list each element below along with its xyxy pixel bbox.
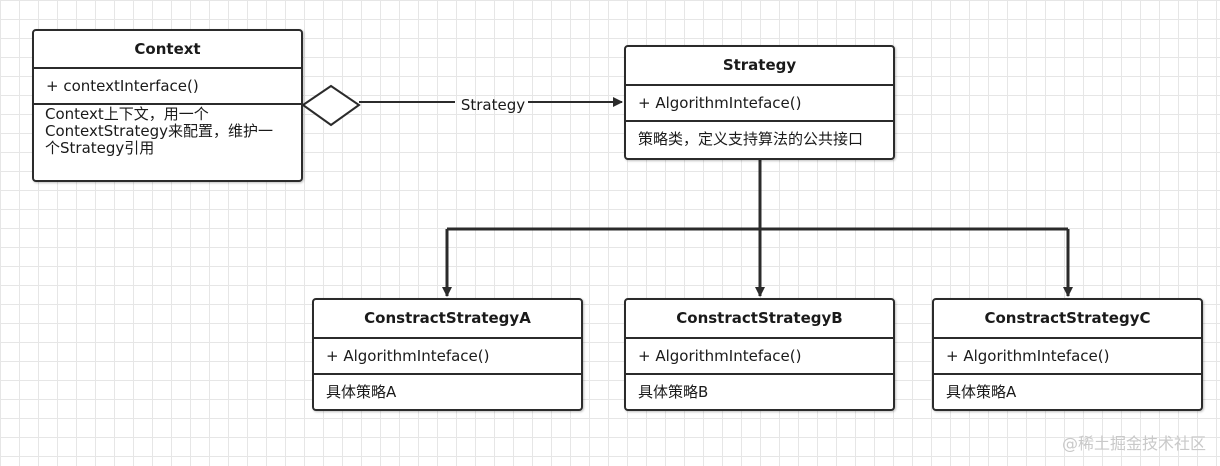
concrete-strategy-b-note: 具体策略B [638,383,709,401]
context-class-box[interactable]: Context + contextInterface() Context上下文，… [32,29,303,182]
context-class-operation: + contextInterface() [34,69,301,105]
context-note-line-1: Context上下文，用一个 [45,105,209,123]
strategy-class-name: Strategy [626,47,893,86]
concrete-strategy-a-note: 具体策略A [326,383,397,401]
concrete-strategy-c-note: 具体策略A [946,383,1017,401]
concrete-strategy-a-box[interactable]: ConstractStrategyA + AlgorithmInteface()… [312,298,583,411]
strategy-class-operation: + AlgorithmInteface() [626,86,893,122]
concrete-strategy-b-name: ConstractStrategyB [626,300,893,339]
watermark-text: @稀土掘金技术社区 [1061,434,1206,453]
context-class-name: Context [34,31,301,69]
context-note-line-3: 个Strategy引用 [45,139,155,157]
concrete-strategy-b-box[interactable]: ConstractStrategyB + AlgorithmInteface()… [624,298,895,411]
strategy-class-note: 策略类，定义支持算法的公共接口 [638,130,864,148]
association-label: Strategy [461,96,525,114]
context-class-note: Context上下文，用一个 ContextStrategy来配置，维护一 个S… [34,105,301,157]
concrete-strategy-a-operation: + AlgorithmInteface() [314,339,581,375]
concrete-strategy-a-name: ConstractStrategyA [314,300,581,339]
concrete-strategy-c-box[interactable]: ConstractStrategyC + AlgorithmInteface()… [932,298,1203,411]
aggregation-diamond [301,84,361,127]
context-note-line-2: ContextStrategy来配置，维护一 [45,122,274,140]
concrete-strategy-c-operation: + AlgorithmInteface() [934,339,1201,375]
concrete-strategy-b-operation: + AlgorithmInteface() [626,339,893,375]
concrete-strategy-c-name: ConstractStrategyC [934,300,1201,339]
strategy-class-box[interactable]: Strategy + AlgorithmInteface() 策略类，定义支持算… [624,45,895,160]
